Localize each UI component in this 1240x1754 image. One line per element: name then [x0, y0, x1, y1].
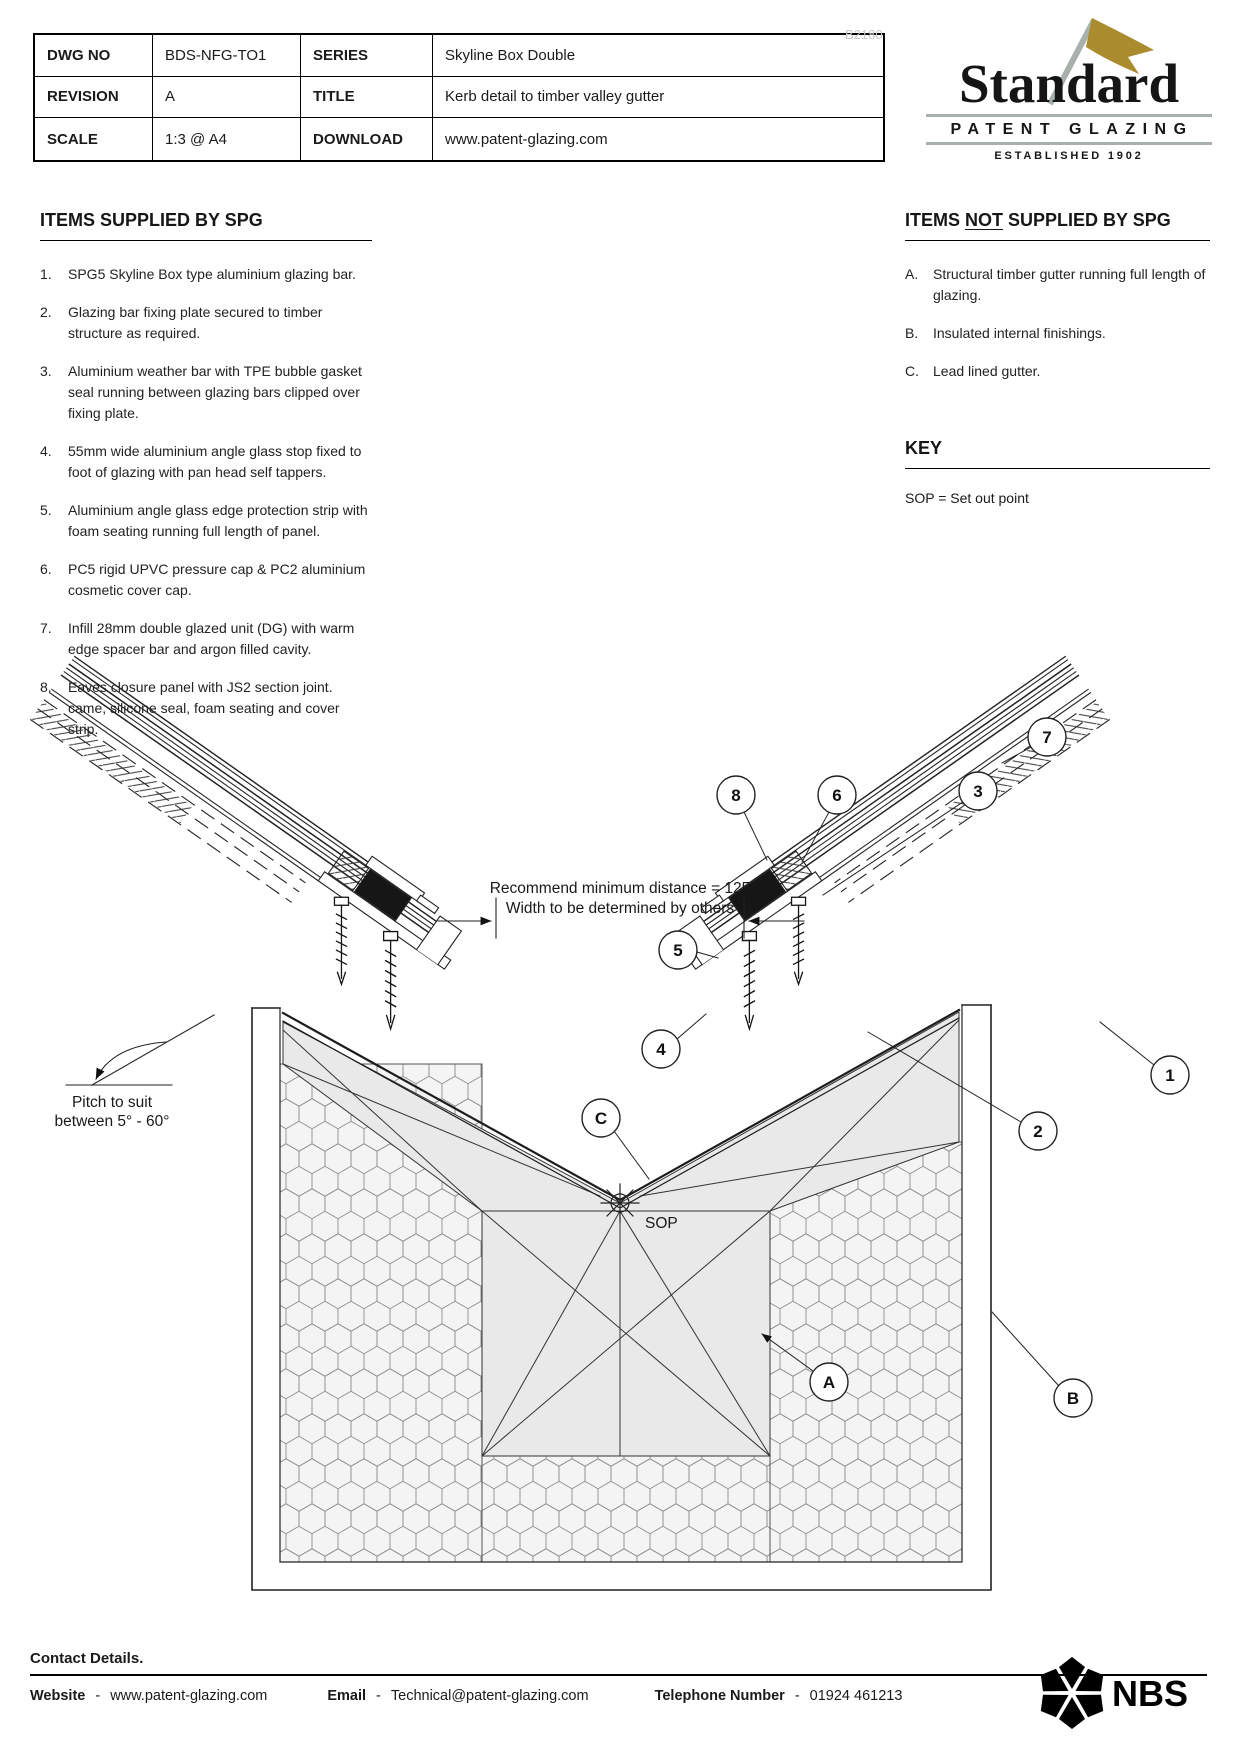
sop-marker [600, 1183, 640, 1223]
scale-value: 1:3 @ A4 [153, 118, 301, 160]
supplied-item-2: 2.Glazing bar fixing plate secured to ti… [40, 304, 323, 341]
svg-text:6: 6 [832, 786, 841, 805]
sheet-watermark: B2180 [845, 27, 883, 42]
svg-text:A: A [823, 1373, 835, 1392]
nbs-wordmark: NBS [1112, 1673, 1188, 1714]
heading-rule [905, 468, 1210, 469]
dwg-no-label: DWG NO [35, 35, 153, 77]
website-group: Website - www.patent-glazing.com [30, 1688, 268, 1704]
supplied-item-3: 3.Aluminium weather bar with TPE bubble … [40, 363, 362, 421]
phone-number: 01924 461213 [809, 1688, 903, 1704]
balloon-6: 6 [801, 775, 857, 863]
contact-heading: Contact Details. [30, 1650, 144, 1667]
pitch-text-line1: Pitch to suit [72, 1094, 153, 1111]
balloon-1: 1 [1099, 1021, 1190, 1095]
svg-text:C: C [595, 1109, 607, 1128]
balloon-b: B [991, 1311, 1093, 1418]
phone-group: Telephone Number - 01924 461213 [654, 1688, 903, 1704]
not-supplied-item-a: A.Structural timber gutter running full … [905, 266, 1206, 303]
email-link[interactable]: Technical@patent-glazing.com [390, 1688, 589, 1704]
company-logo: Standard PATENT GLAZING ESTABLISHED 1902 [926, 16, 1212, 162]
revision-label: REVISION [35, 76, 153, 119]
key-section: KEY SOP = Set out point [905, 438, 1210, 506]
heading-rule [905, 240, 1210, 241]
not-supplied-item-c: C.Lead lined gutter. [905, 363, 1041, 379]
svg-text:8: 8 [731, 786, 740, 805]
sop-label: SOP [645, 1215, 678, 1232]
footer-rule [30, 1674, 1207, 1676]
supplied-item-8: 8.Eaves closure panel with JS2 section j… [40, 679, 340, 737]
supplied-item-4: 4.55mm wide aluminium angle glass stop f… [40, 443, 362, 480]
series-label: SERIES [301, 35, 433, 77]
download-url[interactable]: www.patent-glazing.com [445, 130, 608, 148]
contact-details-section: Contact Details. Website - www.patent-gl… [30, 1650, 1207, 1704]
supplied-item-7: 7.Infill 28mm double glazed unit (DG) wi… [40, 620, 355, 657]
logo-established: ESTABLISHED 1902 [994, 150, 1144, 162]
balloon-5: 5 [658, 930, 719, 970]
logo-subtitle: PATENT GLAZING [926, 114, 1212, 145]
dimension-annotation [437, 897, 805, 939]
balloon-8: 8 [716, 775, 768, 861]
dimension-text-line1: Recommend minimum distance = 125 [490, 880, 751, 897]
dwg-no-value: BDS-NFG-TO1 [153, 35, 301, 77]
svg-text:3: 3 [973, 782, 982, 801]
balloon-4: 4 [641, 1013, 707, 1069]
download-label: DOWNLOAD [301, 118, 433, 160]
dimension-text-line2: Width to be determined by others [506, 900, 735, 917]
balloon-c: C [581, 1098, 650, 1180]
items-supplied-section: ITEMS SUPPLIED BY SPG 1.SPG5 Skyline Box… [40, 210, 372, 757]
title-block: DWG NO BDS-NFG-TO1 SERIES Skyline Box Do… [33, 33, 885, 162]
supplied-item-6: 6.PC5 rigid UPVC pressure cap & PC2 alum… [40, 561, 366, 598]
key-heading: KEY [905, 438, 943, 458]
series-value: Skyline Box Double [433, 35, 883, 77]
supplied-item-1: 1.SPG5 Skyline Box type aluminium glazin… [40, 266, 356, 282]
pitch-text-line2: between 5° - 60° [55, 1113, 170, 1130]
items-not-supplied-section: ITEMS NOT SUPPLIED BY SPG A.Structural t… [905, 210, 1210, 399]
left-glazing-slope [1, 651, 473, 1038]
items-not-supplied-heading: ITEMS NOT SUPPLIED BY SPG [905, 210, 1171, 230]
flag-icon [1047, 18, 1154, 106]
logo-wordmark: Standard [958, 53, 1180, 114]
revision-value: A [153, 76, 301, 119]
valley-gutter-detail-drawing: SOP Recommend minimum distance = 125 Wid… [0, 640, 1190, 1591]
pitch-annotation [65, 1014, 215, 1086]
svg-text:2: 2 [1033, 1122, 1042, 1141]
heading-rule [40, 240, 372, 241]
nbs-logo: NBS [1036, 1653, 1206, 1736]
not-supplied-item-b: B.Insulated internal finishings. [905, 325, 1106, 341]
svg-text:B: B [1067, 1389, 1079, 1408]
svg-text:4: 4 [656, 1040, 666, 1059]
svg-text:1: 1 [1165, 1066, 1174, 1085]
supplied-item-5: 5.Aluminium angle glass edge protection … [40, 502, 368, 539]
svg-text:7: 7 [1042, 728, 1051, 747]
balloon-a: A [761, 1333, 849, 1402]
title-label: TITLE [301, 76, 433, 119]
key-entry-sop: SOP = Set out point [905, 490, 1029, 506]
timber-valley-boards [282, 1011, 960, 1457]
svg-text:5: 5 [673, 941, 682, 960]
title-value: Kerb detail to timber valley gutter [433, 77, 883, 119]
right-glazing-slope [666, 651, 1138, 1038]
scale-label: SCALE [35, 118, 153, 160]
balloon-3: 3 [822, 771, 998, 896]
timber-gutter-tub [251, 1004, 992, 1591]
balloon-7: 7 [1001, 717, 1067, 764]
nbs-flower-icon [1040, 1657, 1104, 1729]
items-supplied-heading: ITEMS SUPPLIED BY SPG [40, 210, 263, 230]
email-group: Email - Technical@patent-glazing.com [327, 1688, 589, 1704]
website-link[interactable]: www.patent-glazing.com [110, 1688, 268, 1704]
balloon-2: 2 [867, 1031, 1058, 1151]
